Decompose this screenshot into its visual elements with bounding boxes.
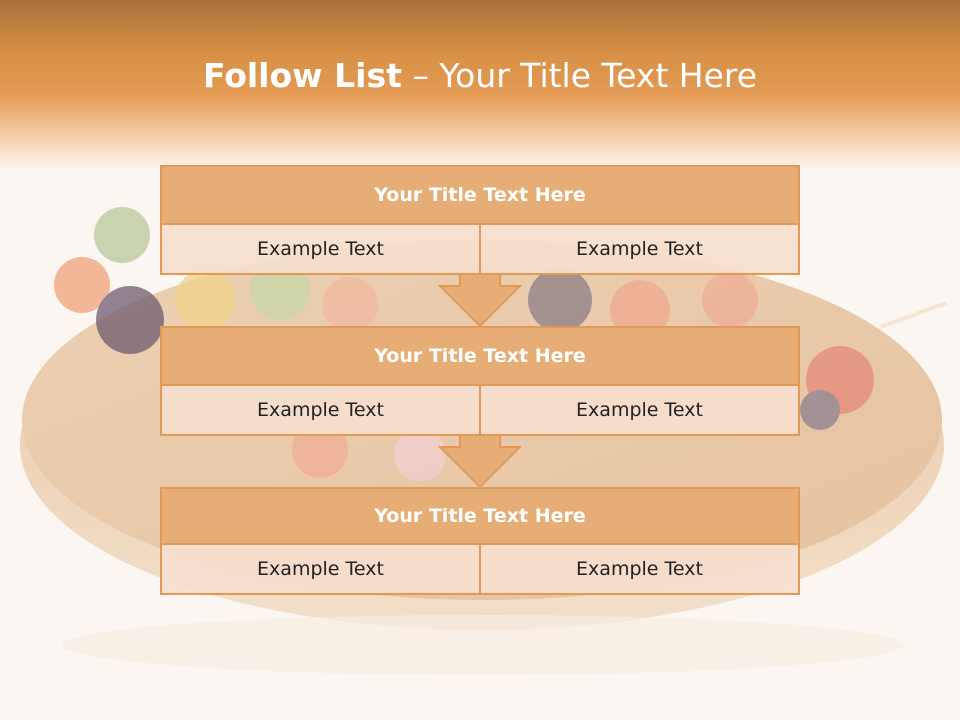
block-cell-left: Example Text: [162, 225, 479, 273]
block-title: Your Title Text Here: [162, 489, 798, 545]
block-cell-left: Example Text: [162, 386, 479, 434]
slide-title-bold: Follow List: [202, 56, 402, 95]
list-block-1: Your Title Text Here Example Text Exampl…: [160, 165, 800, 275]
block-title: Your Title Text Here: [162, 167, 798, 225]
down-arrow-icon: [438, 270, 522, 328]
block-cell-left: Example Text: [162, 545, 479, 593]
header-band: [0, 0, 960, 170]
list-block-3: Your Title Text Here Example Text Exampl…: [160, 487, 800, 595]
list-block-2: Your Title Text Here Example Text Exampl…: [160, 326, 800, 436]
block-cell-right: Example Text: [479, 386, 798, 434]
block-row: Example Text Example Text: [162, 545, 798, 593]
skewer-vegetables: [54, 207, 948, 481]
block-title: Your Title Text Here: [162, 328, 798, 386]
block-row: Example Text Example Text: [162, 225, 798, 273]
block-cell-right: Example Text: [479, 545, 798, 593]
down-arrow-icon: [438, 431, 522, 489]
block-row: Example Text Example Text: [162, 386, 798, 434]
slide-title-rest: – Your Title Text Here: [401, 56, 758, 95]
slide-title: Follow List – Your Title Text Here: [0, 52, 960, 100]
block-cell-right: Example Text: [479, 225, 798, 273]
